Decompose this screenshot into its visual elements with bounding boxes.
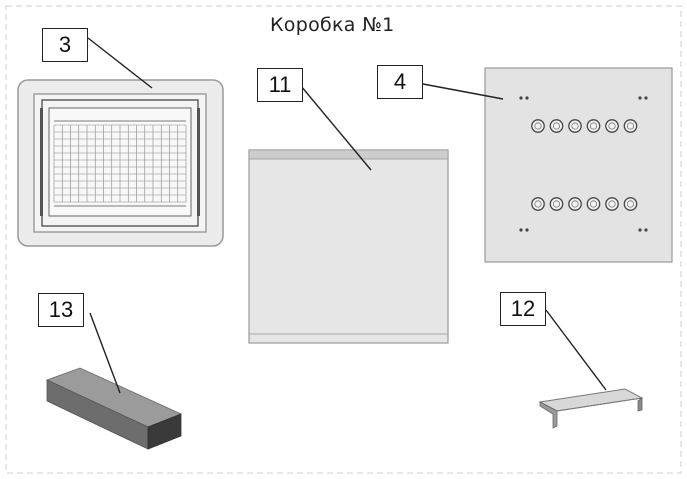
part-3-grid-panel — [17, 79, 224, 247]
leader-line-11 — [295, 79, 372, 171]
leader-line-13 — [89, 312, 121, 394]
sheet-border — [5, 5, 682, 474]
part-4-hole-plate — [484, 67, 673, 263]
callout-13: 13 — [38, 293, 84, 327]
part-13-bar — [45, 367, 183, 450]
leader-line-3 — [87, 37, 153, 89]
callout-12: 12 — [500, 292, 546, 326]
part-12-bracket — [538, 388, 644, 429]
leader-line-12 — [545, 309, 607, 391]
drawing-title: Коробка №1 — [270, 14, 395, 36]
leader-line-4 — [422, 83, 504, 100]
callout-3: 3 — [42, 28, 88, 62]
callout-11: 11 — [257, 68, 303, 102]
callout-4: 4 — [377, 65, 423, 99]
part-11-flat-panel — [248, 149, 449, 344]
